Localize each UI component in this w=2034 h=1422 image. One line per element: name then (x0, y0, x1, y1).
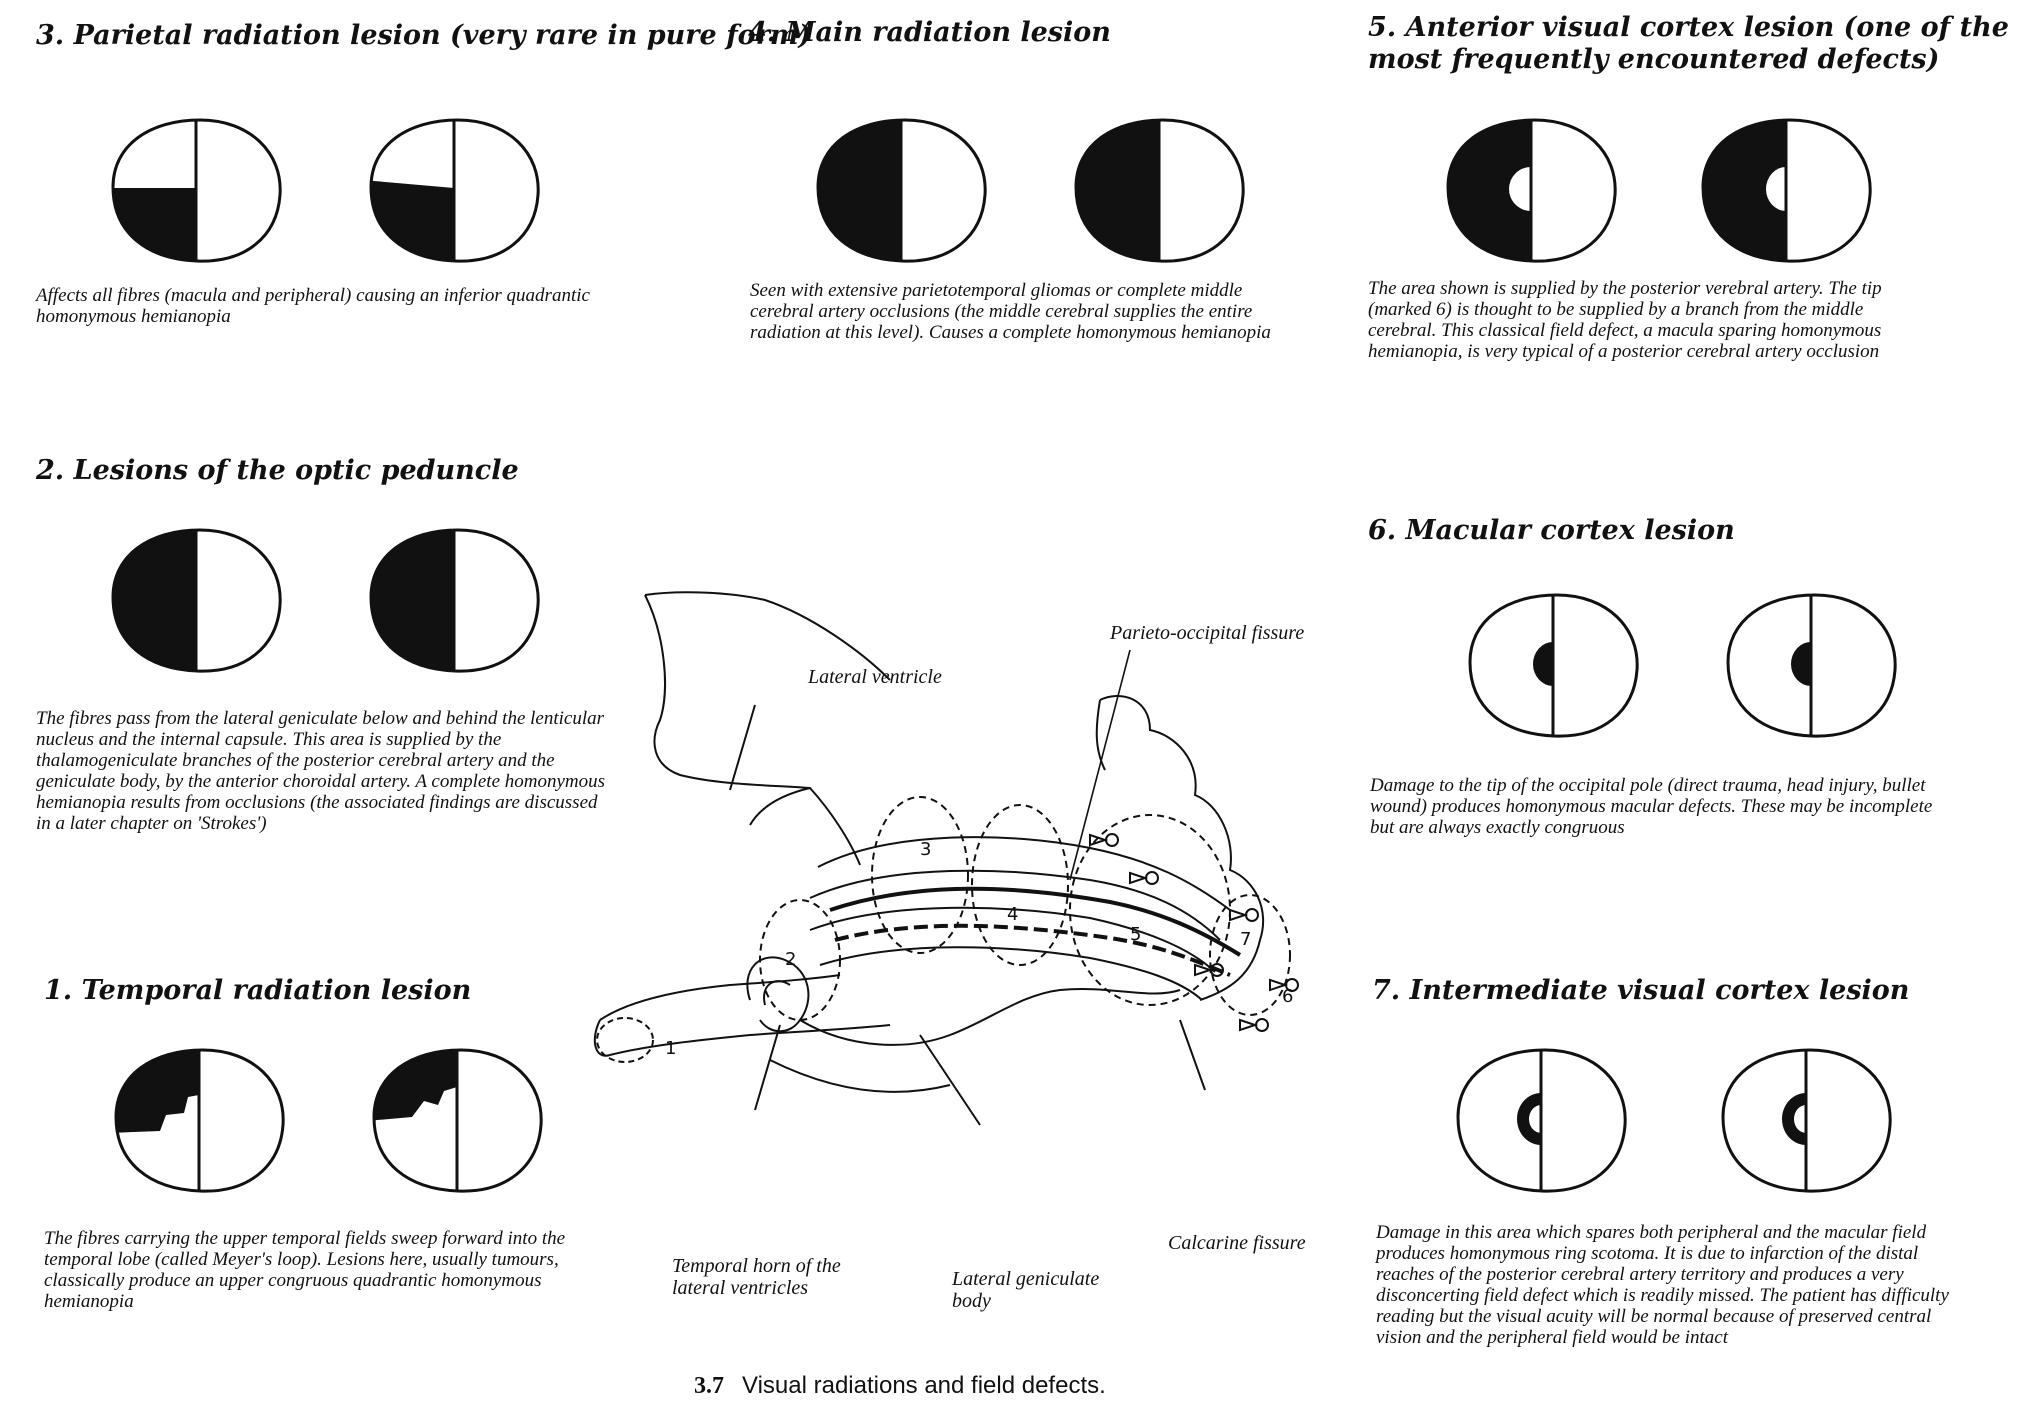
label-lateral-ventricle: Lateral ventricle (808, 666, 942, 688)
label-parieto-occipital-fissure: Parieto-occipital fissure (1110, 622, 1305, 644)
temporal-title: 1. Temporal radiation lesion (44, 975, 472, 1006)
region-number: 3 (920, 839, 931, 860)
optic-peduncle-title: 2. Lesions of the optic peduncle (36, 455, 519, 486)
figure-caption-text: Visual radiations and field defects. (742, 1372, 1106, 1399)
main-fields (810, 105, 1280, 289)
lateral-ventricle-outline (644, 591, 891, 681)
label-calcarine-fissure: Calcarine fissure (1168, 1232, 1306, 1254)
macular-cortex-title: 6. Macular cortex lesion (1368, 515, 1735, 546)
temporal-fields (108, 1035, 578, 1219)
field-right-eye (369, 118, 540, 263)
region-number: 4 (1007, 904, 1018, 925)
region-number: 7 (1240, 929, 1251, 950)
label-lateral-geniculate-body: Lateral geniculate body (952, 1268, 1100, 1312)
anterior-cortex-title: 5. Anterior visual cortex lesion (one of… (1368, 12, 2009, 75)
intermediate-cortex-description: Damage in this area which spares both pe… (1376, 1222, 1949, 1348)
figure-caption: 3.7 Visual radiations and field defects. (694, 1372, 1106, 1400)
field-left-eye (111, 118, 282, 263)
label-temporal-horn: Temporal horn of the lateral ventricles (672, 1255, 841, 1299)
anterior-cortex-fields (1440, 105, 1910, 289)
region-numbers: 3 4 5 6 7 2 1 (665, 839, 1293, 1059)
temporal-description: The fibres carrying the upper temporal f… (44, 1228, 566, 1312)
macular-cortex-fields (1462, 580, 1932, 764)
region-number: 6 (1282, 986, 1293, 1007)
parietal-fields (105, 105, 575, 289)
parietal-title: 3. Parietal radiation lesion (very rare … (36, 20, 812, 51)
visual-pathway-diagram: 3 4 5 6 7 2 1 (593, 591, 1299, 1126)
region-number: 1 (665, 1038, 676, 1059)
macular-cortex-description: Damage to the tip of the occipital pole … (1370, 775, 1933, 838)
parietal-description: Affects all fibres (macula and periphera… (36, 285, 590, 327)
intermediate-cortex-fields (1450, 1035, 1920, 1219)
optic-peduncle-fields (105, 515, 575, 699)
anterior-cortex-description: The area shown is supplied by the poster… (1368, 278, 1882, 362)
region-number: 2 (785, 949, 796, 970)
optic-peduncle-description: The fibres pass from the lateral genicul… (36, 708, 606, 834)
intermediate-cortex-title: 7. Intermediate visual cortex lesion (1372, 975, 1910, 1006)
main-description: Seen with extensive parietotemporal glio… (750, 280, 1271, 343)
figure-number: 3.7 (694, 1373, 724, 1399)
main-title: 4. Main radiation lesion (748, 17, 1111, 48)
region-number: 5 (1130, 924, 1141, 945)
